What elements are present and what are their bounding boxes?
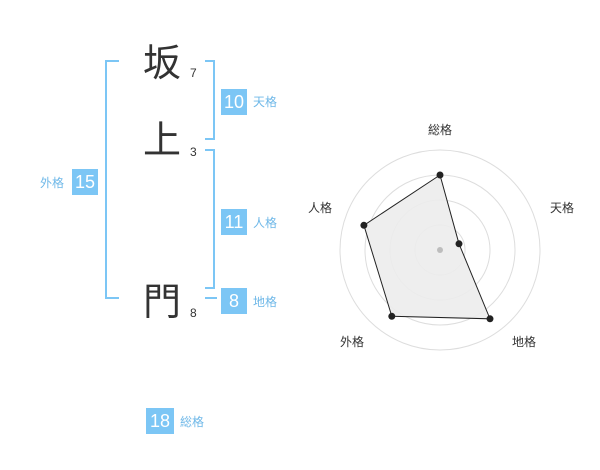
jinkaku-bracket-bottom	[205, 287, 215, 289]
radar-chart: 総格 天格 地格 外格 人格	[308, 122, 574, 351]
name-char-2: 上	[143, 118, 182, 162]
radar-point-5	[360, 221, 368, 229]
soukaku-value: 18	[146, 408, 174, 434]
stroke-count-1: 7	[190, 66, 197, 80]
tenkaku-value: 10	[221, 89, 247, 115]
jinkaku-value: 11	[221, 209, 247, 235]
name-char-3: 門	[143, 280, 182, 324]
stroke-count-3: 8	[190, 306, 197, 320]
gaikaku-bracket-bottom	[105, 297, 119, 299]
axis-label-soukaku: 総格	[428, 122, 452, 137]
gaikaku-label: 外格	[40, 176, 65, 190]
axis-label-gaikaku: 外格	[340, 334, 364, 349]
radar-ring-4	[339, 149, 541, 351]
axis-label-chikaku: 地格	[512, 334, 536, 349]
chikaku-connector	[205, 297, 217, 299]
gaikaku-bracket-vertical	[105, 60, 107, 299]
axis-label-jinkaku: 人格	[308, 200, 332, 215]
stroke-count-2: 3	[190, 145, 197, 159]
jinkaku-label: 人格	[253, 216, 278, 230]
radar-points	[360, 171, 494, 323]
gaikaku-bracket-top	[105, 60, 119, 62]
radar-center-dot	[437, 247, 443, 253]
radar-point-4	[388, 312, 396, 320]
name-char-1: 坂	[143, 41, 182, 85]
tenkaku-bracket-bottom	[205, 138, 215, 140]
jinkaku-bracket-vertical	[213, 149, 215, 289]
chikaku-value: 8	[221, 288, 247, 314]
jinkaku-bracket-top	[205, 149, 215, 151]
tenkaku-bracket-vertical	[213, 60, 215, 140]
gaikaku-value: 15	[72, 169, 98, 195]
soukaku-label: 総格	[180, 415, 205, 429]
radar-point-1	[436, 171, 444, 179]
radar-point-3	[486, 315, 494, 323]
axis-label-tenkaku: 天格	[550, 200, 574, 215]
radar-area	[363, 174, 491, 320]
tenkaku-label: 天格	[253, 95, 278, 109]
radar-point-2	[455, 240, 463, 248]
chikaku-label: 地格	[253, 295, 278, 309]
tenkaku-bracket-top	[205, 60, 215, 62]
